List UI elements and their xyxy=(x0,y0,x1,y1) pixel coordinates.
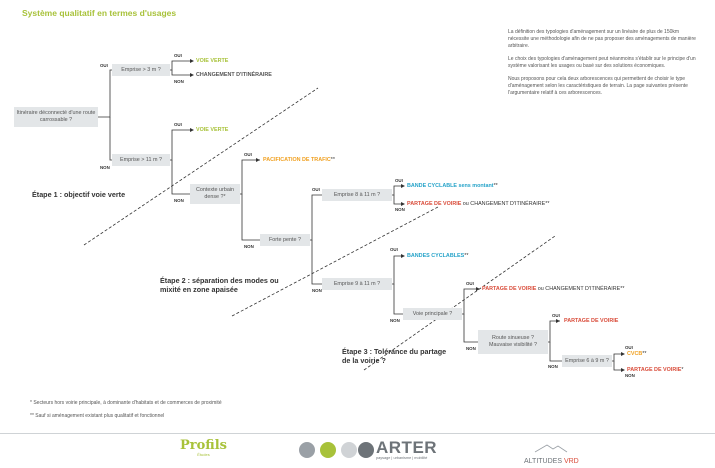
result-bandes-cyclables: BANDES CYCLABLES** xyxy=(407,253,468,259)
non-label: NON xyxy=(174,198,184,203)
cvcb-text: CVCB xyxy=(627,351,643,357)
altitudes-logo: ALTITUDES VRD xyxy=(524,440,579,466)
oui-label: OUI xyxy=(312,187,320,192)
intro-paragraph: Nous proposons pour cela deux arborescen… xyxy=(508,76,688,96)
node-emprise-3: Emprise > 3 m ? xyxy=(112,64,170,76)
footnote-mark: ** xyxy=(330,157,335,163)
node-emprise-8-11: Emprise 8 à 11 m ? xyxy=(322,189,392,201)
result-cvcb: CVCB** xyxy=(627,351,646,357)
mountain-icon xyxy=(535,444,568,453)
footnote-mark: ** xyxy=(464,253,469,259)
result-pacification-trafic: PACIFICATION DE TRAFIC** xyxy=(263,157,335,163)
intro-paragraph: Le choix des typologies d'aménagement pe… xyxy=(508,56,696,69)
node-itineraire-deconnecte: Itinéraire déconnecté d'une route carros… xyxy=(14,107,98,127)
oui-label: OUI xyxy=(174,53,182,58)
partage-voirie-text: PARTAGE DE VOIRIE xyxy=(407,201,462,207)
result-partage-voirie: PARTAGE DE VOIRIE* xyxy=(627,367,683,373)
profils-logo-sub: Études xyxy=(197,452,210,457)
non-label: NON xyxy=(244,244,254,249)
oui-label: OUI xyxy=(395,178,403,183)
bande-cyclable-text: BANDE CYCLABLE sens montant xyxy=(407,183,494,189)
stage-3-label: Étape 3 : Tolérance du partage de la voi… xyxy=(342,347,447,365)
partage-alt-text: ou CHANGEMENT D'ITINÉRAIRE xyxy=(536,286,621,292)
profils-logo: Profils Études xyxy=(180,439,227,457)
oui-label: OUI xyxy=(625,345,633,350)
footnote-mark: * xyxy=(681,367,684,373)
oui-label: OUI xyxy=(174,122,182,127)
partage-voirie-text: PARTAGE DE VOIRIE xyxy=(627,367,682,373)
result-changement-itineraire: CHANGEMENT D'ITINÉRAIRE xyxy=(196,72,272,78)
non-label: NON xyxy=(466,346,476,351)
stage-1-label: Étape 1 : objectif voie verte xyxy=(32,190,126,199)
result-partage-voirie: PARTAGE DE VOIRIE xyxy=(564,318,619,324)
non-label: NON xyxy=(100,165,110,170)
footnote-mark: ** xyxy=(642,351,647,357)
result-bande-cyclable: BANDE CYCLABLE sens montant** xyxy=(407,183,498,189)
arter-logo-sub: paysage | urbanisme | mobilité xyxy=(376,456,428,460)
non-label: NON xyxy=(548,364,558,369)
oui-label: OUI xyxy=(100,63,108,68)
non-label: NON xyxy=(312,288,322,293)
node-forte-pente: Forte pente ? xyxy=(260,234,310,246)
arter-logo-circles-icon xyxy=(299,442,374,458)
bandes-cyclables-text: BANDES CYCLABLES xyxy=(407,253,465,259)
oui-label: OUI xyxy=(466,281,474,286)
result-partage-voirie: PARTAGE DE VOIRIE ou CHANGEMENT D'ITINÉR… xyxy=(407,201,549,207)
non-label: NON xyxy=(625,373,635,378)
oui-label: OUI xyxy=(390,247,398,252)
footer-divider xyxy=(0,433,715,434)
page-title: Système qualitatif en termes d'usages xyxy=(22,8,177,18)
node-contexte-urbain: Contexte urbain dense ?* xyxy=(190,184,240,204)
arter-logo: ARTER paysage | urbanisme | mobilité xyxy=(298,438,438,460)
route-sinueuse-label: Route sinueuse ? xyxy=(492,335,534,341)
node-route-sinueuse: Route sinueuse ? Mauvaise visibilité ? xyxy=(478,330,548,354)
altitudes-logo-text: ALTITUDES xyxy=(524,458,562,465)
result-voie-verte: VOIE VERTE xyxy=(196,58,229,64)
arter-logo-text: ARTER xyxy=(376,438,438,457)
result-partage-voirie: PARTAGE DE VOIRIE ou CHANGEMENT D'ITINÉR… xyxy=(482,286,624,292)
footnote-mark: ** xyxy=(545,201,550,207)
pacification-text: PACIFICATION DE TRAFIC xyxy=(263,157,331,163)
stage-2-label: Étape 2 : séparation des modes ou mixité… xyxy=(160,276,279,294)
intro-paragraph: La définition des typologies d'aménageme… xyxy=(508,29,696,49)
altitudes-logo-vrd: VRD xyxy=(563,458,579,465)
non-label: NON xyxy=(395,207,405,212)
node-emprise-11: Emprise > 11 m ? xyxy=(112,154,170,166)
node-voie-principale: Voie principale ? xyxy=(403,308,462,320)
result-voie-verte: VOIE VERTE xyxy=(196,127,229,133)
non-label: NON xyxy=(390,318,400,323)
intro-text: La définition des typologies d'aménageme… xyxy=(508,29,700,103)
non-label: NON xyxy=(174,79,184,84)
partage-voirie-text: PARTAGE DE VOIRIE xyxy=(482,286,537,292)
footnote-1: * Secteurs hors voirie principale, à dom… xyxy=(30,400,222,406)
footnote-2: ** Sauf si aménagement existant plus qua… xyxy=(30,413,165,419)
node-emprise-9-11: Emprise 9 à 11 m ? xyxy=(322,278,392,290)
oui-label: OUI xyxy=(244,152,252,157)
partage-alt-text: ou CHANGEMENT D'ITINÉRAIRE xyxy=(461,201,546,207)
footnote-mark: ** xyxy=(620,286,625,292)
mauvaise-visibilite-label: Mauvaise visibilité ? xyxy=(489,342,537,348)
profils-logo-text: Profils xyxy=(180,438,228,453)
oui-label: OUI xyxy=(552,313,560,318)
footnote-mark: ** xyxy=(493,183,498,189)
node-emprise-6-9: Emprise 6 à 9 m ? xyxy=(562,355,612,367)
